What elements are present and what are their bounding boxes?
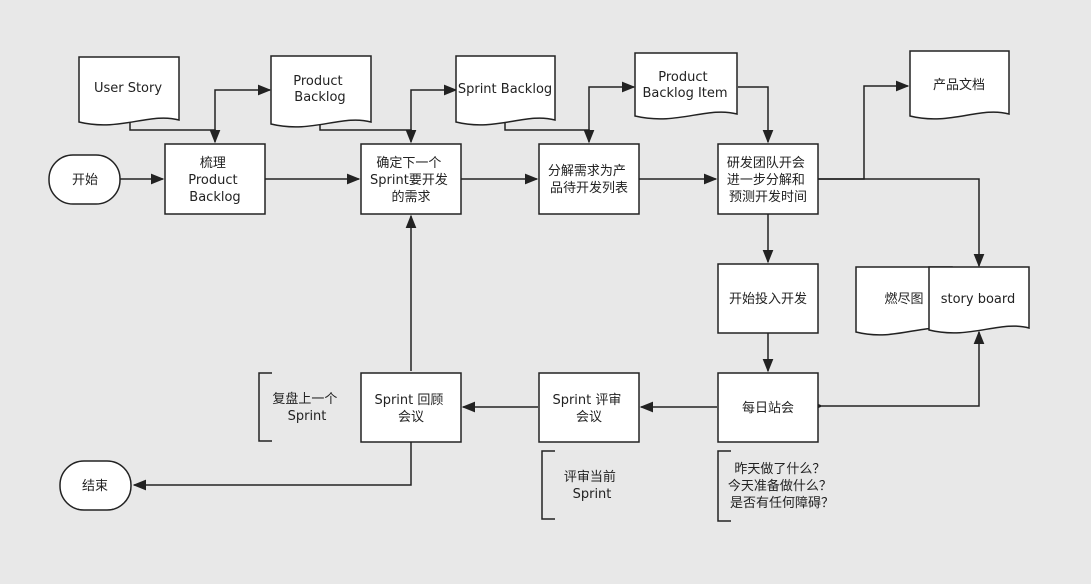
sprint-backlog-doc bbox=[455, 55, 556, 126]
product-backlog-doc-label: Backlog bbox=[294, 90, 345, 105]
groom-backlog-box bbox=[164, 143, 266, 215]
product-backlog-doc bbox=[270, 55, 372, 128]
svg-text:复盘上一个 Sprint: 复盘上一个 Sprint bbox=[272, 391, 341, 424]
svg-text:确定下一个 Sprint要开发 的需求: 确定下一个 Sprint要开发 的需求 bbox=[370, 156, 452, 205]
sprint-backlog-doc-label: Sprint Backlog bbox=[458, 82, 552, 97]
start-terminator bbox=[48, 154, 121, 205]
product-doc bbox=[909, 50, 1010, 120]
user-story-label: User Story bbox=[94, 81, 162, 96]
svg-text:开始: 开始 bbox=[72, 173, 98, 188]
end-terminator bbox=[59, 460, 132, 511]
svg-text:开始投入开发: 开始投入开发 bbox=[729, 291, 807, 307]
bracket-review-note bbox=[541, 450, 555, 520]
sprint-review-label: 会议 bbox=[576, 410, 602, 425]
standup-note-text: 是否有任何障碍？ bbox=[730, 495, 834, 511]
standup-note-text: 昨天做了什么？ bbox=[734, 462, 825, 477]
review-note-text: Sprint bbox=[573, 487, 612, 502]
team-meeting-label: 研发团队开会 bbox=[727, 155, 805, 171]
review-note-text: 评审当前 bbox=[564, 469, 616, 485]
product-backlog-doc-label: Product bbox=[293, 74, 342, 89]
svg-text:User Story: User Story bbox=[94, 81, 162, 96]
arrow-split-to-pbi-doc bbox=[588, 81, 636, 130]
split-requirements-label: 分解需求为产 bbox=[548, 164, 626, 179]
retro-note-text: Sprint bbox=[288, 409, 327, 424]
retro-note-text: 复盘上一个 bbox=[272, 391, 337, 407]
story-board-label: story board bbox=[941, 292, 1016, 307]
svg-text:Product Backlog Item: Product Backlog Item bbox=[642, 70, 727, 101]
svg-text:Sprint 回顾 会议: Sprint 回顾 会议 bbox=[374, 393, 447, 425]
svg-text:分解需求为产 品待开发列表: 分解需求为产 品待开发列表 bbox=[548, 164, 630, 196]
groom-backlog-label: Product bbox=[188, 173, 237, 188]
product-backlog-item-label: Product bbox=[658, 70, 707, 85]
arrow-decide-to-sprint-backlog bbox=[410, 84, 458, 130]
daily-standup-label: 每日站会 bbox=[742, 400, 794, 416]
svg-text:Sprint Backlog: Sprint Backlog bbox=[458, 82, 552, 97]
end-label: 结束 bbox=[82, 479, 108, 494]
svg-text:昨天做了什么？ 今天准备做什么？ 是否有任何: 昨天做了什么？ 今天准备做什么？ 是否有任何障碍？ bbox=[728, 462, 836, 511]
decide-requirements-label: Sprint要开发 bbox=[370, 172, 448, 188]
svg-text:Product Backlog: Product Backlog bbox=[293, 74, 347, 105]
arrow-user-story-to-groom bbox=[129, 120, 221, 144]
split-requirements-label: 品待开发列表 bbox=[550, 180, 628, 196]
sprint-review-label: Sprint 评审 bbox=[552, 393, 621, 408]
decide-requirements-box bbox=[360, 143, 462, 215]
arrow-meeting-to-story-board bbox=[818, 178, 985, 268]
team-meeting-label: 进一步分解和 bbox=[727, 173, 805, 188]
arrow-retro-to-end bbox=[132, 441, 412, 491]
daily-standup-box bbox=[717, 372, 819, 443]
product-doc-label: 产品文档 bbox=[933, 78, 985, 93]
decide-requirements-label: 的需求 bbox=[391, 189, 430, 205]
start-dev-box bbox=[717, 263, 819, 334]
burndown-chart-label: 燃尽图 bbox=[884, 291, 923, 307]
svg-text:产品文档: 产品文档 bbox=[933, 78, 985, 93]
arrow-pbi-doc-to-meeting bbox=[738, 86, 774, 144]
svg-text:每日站会: 每日站会 bbox=[742, 400, 794, 416]
svg-text:Sprint 评审 会议: Sprint 评审 会议 bbox=[552, 393, 625, 425]
standup-note-text: 今天准备做什么？ bbox=[728, 478, 832, 494]
decide-requirements-label: 确定下一个 bbox=[376, 156, 441, 171]
svg-text:梳理 Product Backlog: 梳理 Product Backlog bbox=[188, 156, 242, 205]
svg-text:评审当前 Sprint: 评审当前 Sprint bbox=[564, 469, 620, 502]
user-story-doc bbox=[78, 56, 180, 126]
team-meeting-label: 预测开发时间 bbox=[729, 189, 807, 205]
svg-text:story board: story board bbox=[941, 292, 1016, 307]
start-dev-label: 开始投入开发 bbox=[729, 291, 807, 307]
svg-text:燃尽图: 燃尽图 bbox=[884, 291, 923, 307]
arrow-pb-doc-to-decide bbox=[319, 122, 417, 144]
svg-text:结束: 结束 bbox=[82, 479, 108, 494]
sprint-retro-box bbox=[360, 372, 462, 443]
sprint-retro-label: Sprint 回顾 bbox=[374, 393, 443, 408]
svg-text:研发团队开会 进一步分解和 预测开发时间: 研发团队开会 进一步分解和 预测开发时间 bbox=[727, 155, 809, 205]
start-label: 开始 bbox=[72, 173, 98, 188]
groom-backlog-label: Backlog bbox=[189, 190, 240, 205]
product-backlog-item-doc bbox=[634, 52, 738, 120]
split-requirements-box bbox=[538, 143, 640, 215]
story-board-doc bbox=[928, 266, 1030, 334]
sprint-review-box bbox=[538, 372, 640, 443]
arrow-sprint-backlog-to-split bbox=[504, 120, 595, 144]
arrow-standup-story-board bbox=[809, 330, 985, 412]
sprint-retro-label: 会议 bbox=[398, 410, 424, 425]
groom-backlog-label: 梳理 bbox=[200, 156, 226, 171]
bracket-standup-note bbox=[717, 450, 731, 522]
arrow-meeting-to-product-doc bbox=[818, 80, 910, 180]
bracket-retro-note bbox=[258, 372, 272, 442]
arrow-groom-to-pb-doc bbox=[214, 84, 272, 130]
product-backlog-item-label: Backlog Item bbox=[642, 86, 727, 101]
team-meeting-box bbox=[717, 143, 819, 215]
